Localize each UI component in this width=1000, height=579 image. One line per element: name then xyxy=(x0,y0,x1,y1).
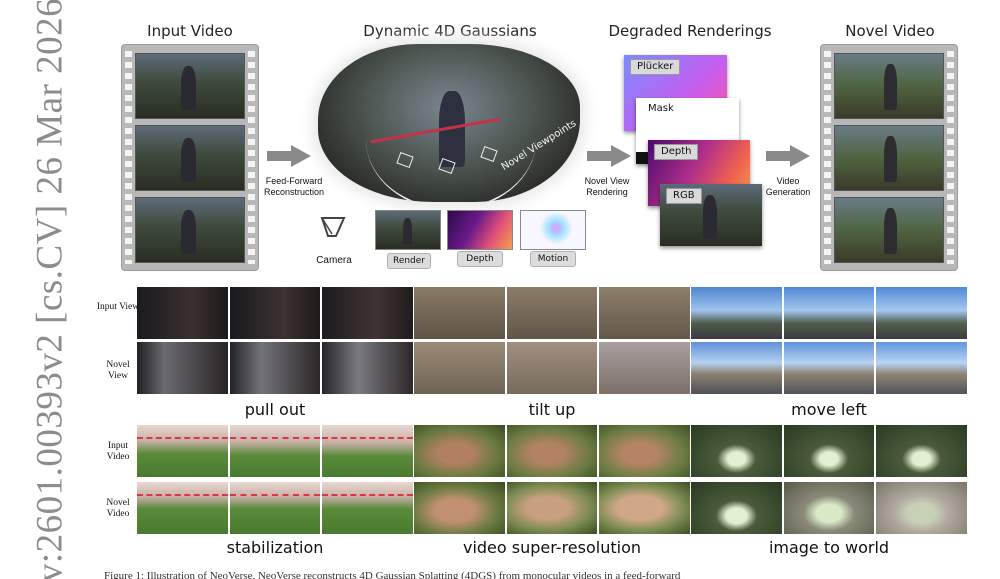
caption-tilt-up: tilt up xyxy=(528,400,576,419)
row-label-input-video: Input Video xyxy=(106,441,130,462)
render-thumb xyxy=(375,210,441,250)
strip-stabilization-input xyxy=(137,425,414,477)
strip-imagetoworld-input xyxy=(691,425,968,477)
novel-video-film xyxy=(820,44,958,271)
caption-pull-out: pull out xyxy=(244,400,306,419)
row-label-novel-view: Novel View xyxy=(106,360,130,381)
motion-thumb xyxy=(520,210,586,250)
arrow-reconstruction xyxy=(267,145,311,167)
tag-mask: Mask xyxy=(648,103,674,114)
strip-stabilization-novel xyxy=(137,482,414,534)
legend-camera: Camera xyxy=(316,255,352,266)
legend-render: Render xyxy=(387,253,431,269)
novel-frame-3 xyxy=(834,197,944,263)
caption-move-left: move left xyxy=(791,400,867,419)
input-frame-3 xyxy=(135,197,245,263)
header-input-video: Input Video xyxy=(147,22,233,40)
novel-frame-2 xyxy=(834,125,944,191)
strip-moveleft-novel xyxy=(691,342,968,394)
tag-depth: Depth xyxy=(654,144,699,160)
row-label-novel-video: Novel Video xyxy=(106,498,130,519)
header-gaussians: Dynamic 4D Gaussians xyxy=(363,22,537,40)
depth-thumb xyxy=(447,210,513,250)
strip-imagetoworld-novel xyxy=(691,482,968,534)
header-degraded: Degraded Renderings xyxy=(608,22,772,40)
strip-moveleft-input xyxy=(691,287,968,339)
strip-pullout-input xyxy=(137,287,414,339)
input-frame-1 xyxy=(135,53,245,119)
label-rendering: Novel View Rendering xyxy=(584,176,630,197)
arxiv-stamp: v:2601.00393v2 [cs.CV] 26 Mar 2026 xyxy=(29,0,71,579)
strip-tiltup-novel xyxy=(414,342,691,394)
label-generation: Video Generation xyxy=(765,176,811,197)
arrow-rendering xyxy=(587,145,631,167)
tag-rgb: RGB xyxy=(666,188,702,204)
strip-superres-input xyxy=(414,425,691,477)
input-video-film xyxy=(121,44,259,271)
caption-image-to-world: image to world xyxy=(768,538,890,557)
figure-caption: Figure 1: Illustration of NeoVerse. NeoV… xyxy=(104,570,681,579)
card-rgb: RGB xyxy=(660,184,762,246)
legend-motion: Motion xyxy=(530,251,576,267)
strip-superres-novel xyxy=(414,482,691,534)
arxiv-stamp-text: v:2601.00393v2 [cs.CV] 26 Mar 2026 xyxy=(29,0,71,579)
caption-super-resolution: video super-resolution xyxy=(462,538,642,557)
strip-tiltup-input xyxy=(414,287,691,339)
camera-icon xyxy=(318,212,350,242)
header-novel-video: Novel Video xyxy=(845,22,935,40)
gaussian-cloud: Novel Viewpoints xyxy=(318,44,580,202)
strip-pullout-novel xyxy=(137,342,414,394)
arrow-generation xyxy=(766,145,810,167)
legend-depth: Depth xyxy=(457,251,503,267)
novel-frame-1 xyxy=(834,53,944,119)
input-frame-2 xyxy=(135,125,245,191)
row-label-input-view: Input View xyxy=(96,302,140,312)
caption-stabilization: stabilization xyxy=(226,538,324,557)
label-reconstruction: Feed-Forward Reconstruction xyxy=(263,176,325,197)
tag-plucker: Plücker xyxy=(630,59,681,75)
